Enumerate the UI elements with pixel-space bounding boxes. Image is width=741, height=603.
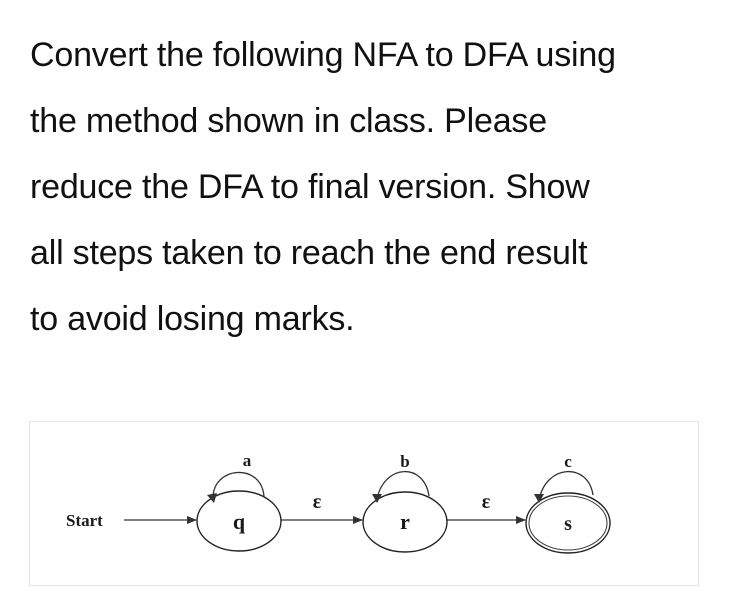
state-r: r (362, 491, 448, 553)
start-label: Start (66, 511, 103, 530)
loop-s-label: c (564, 452, 572, 471)
question-text: Convert the following NFA to DFA using t… (30, 22, 730, 352)
state-r-label: r (400, 509, 410, 534)
state-s: s (525, 492, 611, 554)
state-q-label: q (233, 509, 246, 534)
nfa-diagram-frame (29, 421, 699, 586)
epsilon-r-s-label: ε (482, 491, 491, 513)
state-q: q (196, 490, 282, 552)
start-arrow: Start (66, 511, 197, 530)
question-line-5: to avoid losing marks. (30, 300, 355, 338)
state-s-label: s (564, 513, 572, 535)
transition-q-r: ε (281, 491, 363, 524)
loop-s-c: c (534, 452, 594, 503)
question-line-4: all steps taken to reach the end result (30, 234, 588, 272)
loop-q-a: a (207, 451, 265, 503)
question-line-2: the method shown in class. Please (30, 102, 547, 140)
loop-q-label: a (243, 451, 252, 470)
epsilon-q-r-label: ε (313, 491, 322, 513)
loop-r-b: b (372, 452, 430, 503)
question-line-1: Convert the following NFA to DFA using (30, 36, 616, 74)
transition-r-s: ε (447, 491, 526, 524)
loop-r-label: b (400, 452, 409, 471)
question-line-3: reduce the DFA to final version. Show (30, 168, 590, 206)
